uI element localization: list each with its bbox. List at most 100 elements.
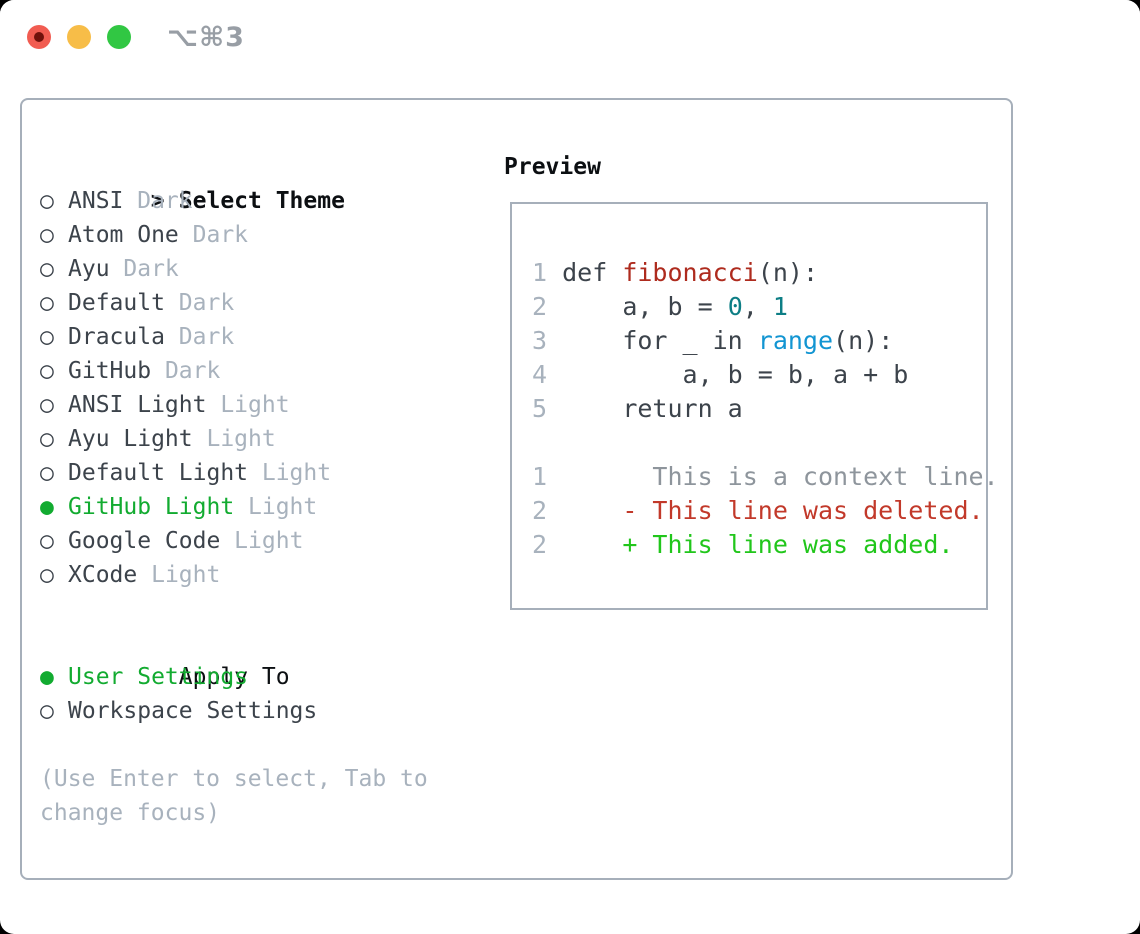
- radio-icon: ○: [40, 222, 54, 248]
- select-theme-heading: >Select Theme: [40, 150, 490, 214]
- line-number: 2: [532, 530, 563, 559]
- theme-option-default-light[interactable]: ○Default Light Light: [40, 456, 490, 490]
- apply-to-heading: Apply To: [178, 664, 290, 690]
- theme-name: ANSI Light: [68, 392, 207, 418]
- theme-option-github[interactable]: ○ GitHub Dark: [40, 354, 490, 388]
- code-token: (n):: [757, 258, 819, 287]
- theme-name: Dracula: [68, 324, 165, 350]
- code-token: ,: [742, 292, 773, 321]
- line-number: 1: [532, 258, 563, 287]
- theme-option-atom-one[interactable]: ○ Atom One Dark: [40, 218, 490, 252]
- hint-text-line2: change focus): [40, 800, 221, 826]
- code-token: 0: [727, 292, 743, 321]
- radio-icon: ○: [40, 358, 54, 384]
- theme-option-default[interactable]: ○ Default Dark: [40, 286, 490, 320]
- code-line: 4 a, b = b, a + b: [532, 358, 999, 392]
- theme-option-ansi[interactable]: ○ ANSI Dark: [40, 184, 490, 218]
- line-number: 1: [532, 462, 563, 491]
- preview-heading: Preview: [504, 154, 601, 180]
- code-token: fibonacci: [622, 258, 758, 287]
- theme-variant: Light: [192, 426, 276, 452]
- radio-icon: ○: [40, 562, 54, 588]
- code-line: 2 a, b = 0, 1: [532, 290, 999, 324]
- code-token: def: [562, 258, 623, 287]
- apply-option-label: User Settings: [68, 664, 249, 690]
- theme-option-github-light[interactable]: ●GitHub Light Light: [40, 490, 490, 524]
- theme-list-panel: >Select Theme ○ ANSI Dark ○ Atom One Dark ○ A…: [40, 150, 490, 830]
- radio-icon: ○: [40, 392, 54, 418]
- theme-name: XCode: [68, 562, 138, 588]
- theme-name: GitHub Light: [68, 494, 235, 520]
- radio-icon: ○: [40, 324, 54, 350]
- window-title: ⌥⌘3: [167, 22, 245, 53]
- apply-option-label: Workspace Settings: [68, 698, 318, 724]
- code-line: 1 This is a context line.: [532, 460, 999, 494]
- radio-icon: ○: [40, 188, 54, 214]
- theme-variant: Light: [234, 494, 318, 520]
- radio-icon: ○: [40, 290, 54, 316]
- theme-dialog: >Select Theme ○ ANSI Dark ○ Atom One Dark ○ A…: [20, 98, 1013, 880]
- code-token: This is a context line.: [562, 462, 999, 491]
- code-token: 1: [772, 292, 788, 321]
- theme-name: GitHub: [68, 358, 152, 384]
- theme-option-ansi-light[interactable]: ○ ANSI Light Light: [40, 388, 490, 422]
- theme-name: Default Light: [68, 460, 249, 486]
- theme-name: Ayu Light: [68, 426, 193, 452]
- code-token: (n):: [833, 326, 894, 355]
- theme-variant: Dark: [164, 324, 235, 350]
- theme-option-dracula[interactable]: ○ Dracula Dark: [40, 320, 490, 354]
- apply-option-user-settings[interactable]: ●User Settings: [40, 660, 490, 694]
- theme-variant: Light: [137, 562, 221, 588]
- theme-name: Google Code: [68, 528, 221, 554]
- spacer: [40, 592, 490, 626]
- theme-option-google-code[interactable]: ○Google Code Light: [40, 524, 490, 558]
- code-token: - This line was deleted.: [562, 496, 984, 525]
- code-line: 1 def fibonacci(n):: [532, 256, 999, 290]
- theme-variant: Dark: [178, 222, 249, 248]
- code-line: 3 for _ in range(n):: [532, 324, 999, 358]
- line-number: 5: [532, 394, 563, 423]
- code-line: 2 + This line was added.: [532, 528, 999, 562]
- code-token: return a: [562, 394, 743, 423]
- theme-option-ayu[interactable]: ○ Ayu Dark: [40, 252, 490, 286]
- theme-variant: Dark: [164, 290, 235, 316]
- titlebar: ⌥⌘3: [0, 0, 1140, 75]
- hint-text-line1: (Use Enter to select, Tab to: [40, 766, 428, 792]
- code-line: 2 - This line was deleted.: [532, 494, 999, 528]
- code-token: for _ in: [562, 326, 758, 355]
- close-button-icon[interactable]: [27, 25, 51, 49]
- theme-name: Ayu: [68, 256, 110, 282]
- code-line: [532, 426, 999, 460]
- code-token: a, b = b, a + b: [562, 360, 909, 389]
- code-token: a, b =: [562, 292, 728, 321]
- theme-name: Default: [68, 290, 165, 316]
- minimize-button-icon[interactable]: [67, 25, 91, 49]
- code-token: range: [757, 326, 834, 355]
- zoom-button-icon[interactable]: [107, 25, 131, 49]
- theme-name: ANSI: [68, 188, 124, 214]
- theme-variant: Light: [248, 460, 332, 486]
- radio-icon: ○: [40, 256, 54, 282]
- theme-variant: Light: [206, 392, 290, 418]
- radio-icon: ○: [40, 426, 54, 452]
- line-number: 4: [532, 360, 563, 389]
- theme-variant: Dark: [151, 358, 221, 384]
- apply-option-workspace-settings[interactable]: ○ Workspace Settings: [40, 694, 490, 728]
- line-number: 3: [532, 326, 563, 355]
- line-number: 2: [532, 496, 563, 525]
- spacer: [40, 728, 490, 762]
- code-line: 5 return a: [532, 392, 999, 426]
- theme-option-ayu-light[interactable]: ○ Ayu Light Light: [40, 422, 490, 456]
- line-number: 2: [532, 292, 563, 321]
- radio-icon: ○: [40, 698, 54, 724]
- code-token: + This line was added.: [562, 530, 954, 559]
- theme-variant: Dark: [109, 256, 179, 282]
- cursor-chevron-icon: >: [150, 188, 165, 214]
- theme-option-xcode[interactable]: ○ XCode Light: [40, 558, 490, 592]
- theme-variant: Light: [220, 528, 304, 554]
- theme-variant: Dark: [123, 188, 193, 214]
- theme-name: Atom One: [68, 222, 179, 248]
